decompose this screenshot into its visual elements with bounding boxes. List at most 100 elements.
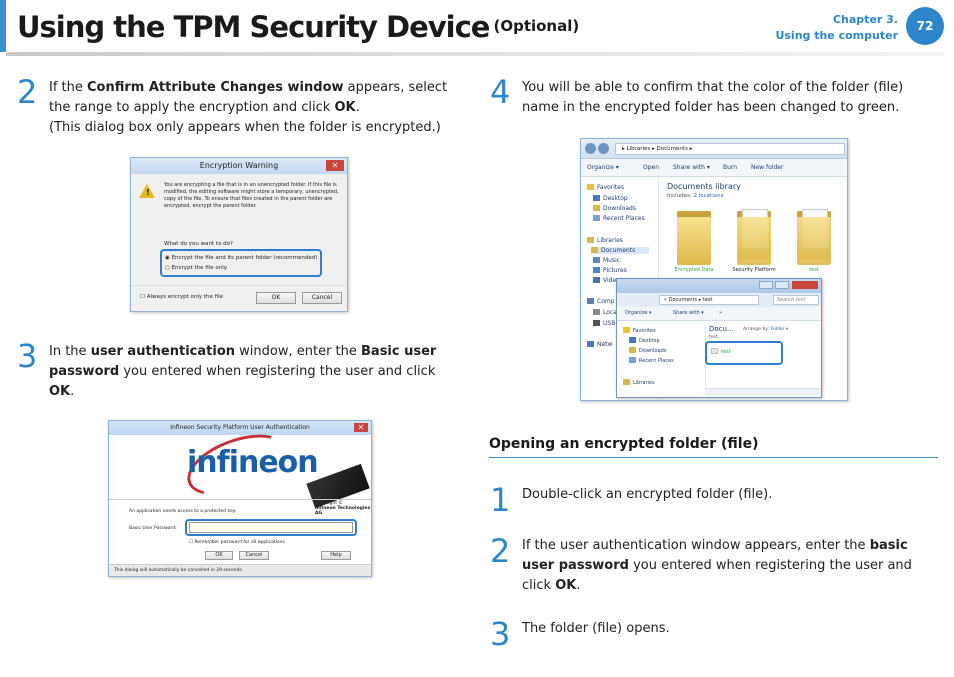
dialog-titlebar: Encryption Warning✕ <box>131 158 347 174</box>
sidebar-item-documents[interactable]: Documents <box>591 247 650 254</box>
address-bar[interactable]: ▸ Libraries ▸ Documents ▸ <box>615 143 845 155</box>
remember-checkbox[interactable]: ☐ Remember password for all applications <box>189 540 285 545</box>
password-input[interactable] <box>189 522 353 533</box>
explorer-nav-bar: ▸ Libraries ▸ Documents ▸ <box>581 139 847 159</box>
infineon-logo: infineon <box>187 445 319 480</box>
highlight-box <box>185 519 357 536</box>
open-step-1-text: Double-click an encrypted folder (file). <box>522 487 773 502</box>
step-number: 2 <box>17 73 38 111</box>
warning-message: You are encrypting a file that is in an … <box>164 182 339 209</box>
sidebar-item-desktop[interactable]: Desktop <box>593 195 628 202</box>
sidebar-item-downloads[interactable]: Downloads <box>593 205 636 212</box>
access-message: An application needs access to a protect… <box>129 509 237 514</box>
back-icon[interactable] <box>585 143 596 154</box>
help-button[interactable]: Help <box>321 551 351 560</box>
step-number: 2 <box>490 532 511 570</box>
cancel-button[interactable]: Cancel <box>302 292 342 304</box>
close-icon[interactable] <box>792 281 818 289</box>
folder-label: Encrypted Data <box>674 267 714 273</box>
new-folder-button[interactable]: New folder <box>751 164 784 171</box>
step-number: 1 <box>490 481 511 519</box>
sidebar-item-favorites[interactable]: Favorites <box>587 184 624 191</box>
sidebar-item-music[interactable]: Music <box>593 257 620 264</box>
inner-sidebar-downloads[interactable]: Downloads <box>629 347 666 354</box>
folder-test[interactable]: test <box>789 207 841 273</box>
page-title: Using the TPM Security Device(Optional) <box>17 10 580 44</box>
ok-button[interactable]: OK <box>205 551 233 560</box>
header-divider <box>6 52 944 56</box>
infineon-auth-dialog: Infineon Security Platform User Authenti… <box>108 420 372 577</box>
inner-address-bar[interactable]: « Documents ▸ test <box>659 295 759 305</box>
password-label: Basic User Password: <box>129 526 177 531</box>
sidebar-item-videos[interactable]: Vide <box>593 277 616 284</box>
option-encrypt-file-only[interactable]: ○ Encrypt the file only <box>165 265 227 271</box>
sidebar-item-pictures[interactable]: Pictures <box>593 267 627 274</box>
library-includes: Includes: 2 locations <box>667 193 724 199</box>
ok-button[interactable]: OK <box>256 292 296 304</box>
sidebar-item-network[interactable]: Netw <box>587 341 612 348</box>
always-encrypt-checkbox[interactable]: ☐ Always encrypt only the file <box>140 294 224 300</box>
encryption-warning-dialog: Encryption Warning✕ ! You are encrypting… <box>130 157 348 312</box>
library-locations-link[interactable]: 2 locations <box>693 193 724 199</box>
page-number-badge: 72 <box>906 7 944 45</box>
inner-titlebar <box>617 279 821 293</box>
inner-search-input[interactable]: Search test <box>773 295 819 305</box>
sidebar-item-local-disk[interactable]: Loca <box>593 309 617 316</box>
inner-organize-menu[interactable]: Organize ▾ <box>625 310 652 316</box>
burn-button[interactable]: Burn <box>723 164 738 171</box>
inner-explorer-window: « Documents ▸ test Search test Organize … <box>616 278 822 398</box>
sidebar-item-libraries[interactable]: Libraries <box>587 237 623 244</box>
inner-sidebar-libraries[interactable]: Libraries <box>623 379 655 386</box>
close-icon[interactable]: ✕ <box>326 160 344 171</box>
open-button[interactable]: Open <box>643 164 660 171</box>
explorer-window: ▸ Libraries ▸ Documents ▸ Organize ▾ Ope… <box>580 138 848 401</box>
chapter-label: Chapter 3. Using the computer <box>775 12 898 44</box>
inner-library-title: Docu... <box>709 325 734 333</box>
arrange-by[interactable]: Arrange by: Folder ▾ <box>743 327 789 332</box>
warning-mark: ! <box>146 188 150 197</box>
folder-icon <box>797 217 831 265</box>
minimize-icon[interactable] <box>759 281 773 289</box>
organize-menu[interactable]: Organize ▾ <box>587 164 619 171</box>
folder-icon <box>737 217 771 265</box>
inner-library-sub: test <box>709 335 718 340</box>
inner-more-menu[interactable]: » <box>719 310 723 316</box>
inner-nav-bar: « Documents ▸ test Search test <box>617 293 821 307</box>
file-test[interactable]: test <box>711 348 731 355</box>
question-label: What do you want to do? <box>164 241 233 247</box>
close-icon[interactable]: ✕ <box>354 423 368 432</box>
highlight-box <box>705 341 783 365</box>
forward-icon[interactable] <box>598 143 609 154</box>
step-number: 3 <box>17 337 38 375</box>
open-step-2-text: If the user authentication window appear… <box>522 538 912 593</box>
chapter-title: Using the computer <box>775 29 898 42</box>
folder-security-platform[interactable]: Security Platform <box>729 207 781 273</box>
sidebar-item-computer[interactable]: Comp <box>587 298 615 305</box>
inner-toolbar: Organize ▾ Share with ▾ » <box>617 307 821 321</box>
copyright: Copyright ©Infineon Technologies AG <box>315 501 371 516</box>
section-divider <box>489 457 938 458</box>
inner-sidebar-desktop[interactable]: Desktop <box>629 337 660 344</box>
warning-icon <box>139 184 155 198</box>
share-with-menu[interactable]: Share with ▾ <box>673 164 710 171</box>
sidebar-item-recent-places[interactable]: Recent Places <box>593 215 645 222</box>
explorer-sidebar: Favorites Desktop Downloads Recent Place… <box>581 177 659 400</box>
maximize-icon[interactable] <box>775 281 789 289</box>
folder-encrypted-data[interactable]: Encrypted Data <box>669 207 721 273</box>
option-encrypt-parent[interactable]: ◉ Encrypt the file and its parent folder… <box>165 255 318 261</box>
inner-share-with-menu[interactable]: Share with ▾ <box>673 310 704 316</box>
step-4-text: You will be able to confirm that the col… <box>522 80 904 115</box>
step-number: 3 <box>490 615 511 653</box>
dialog-titlebar: Infineon Security Platform User Authenti… <box>109 421 371 435</box>
header-accent-bar <box>0 0 6 52</box>
cancel-button[interactable]: Cancel <box>239 551 269 560</box>
folder-icon <box>677 217 711 265</box>
section-heading: Opening an encrypted folder (file) <box>489 436 759 452</box>
step-number: 4 <box>490 73 511 111</box>
inner-sidebar-favorites[interactable]: Favorites <box>623 327 656 334</box>
inner-sidebar-recent-places[interactable]: Recent Places <box>629 357 674 364</box>
step-2-note: (This dialog box only appears when the f… <box>49 120 441 135</box>
sidebar-item-usb[interactable]: USB <box>593 320 615 327</box>
library-title: Documents library <box>667 182 741 191</box>
horizontal-scrollbar[interactable] <box>705 388 821 396</box>
